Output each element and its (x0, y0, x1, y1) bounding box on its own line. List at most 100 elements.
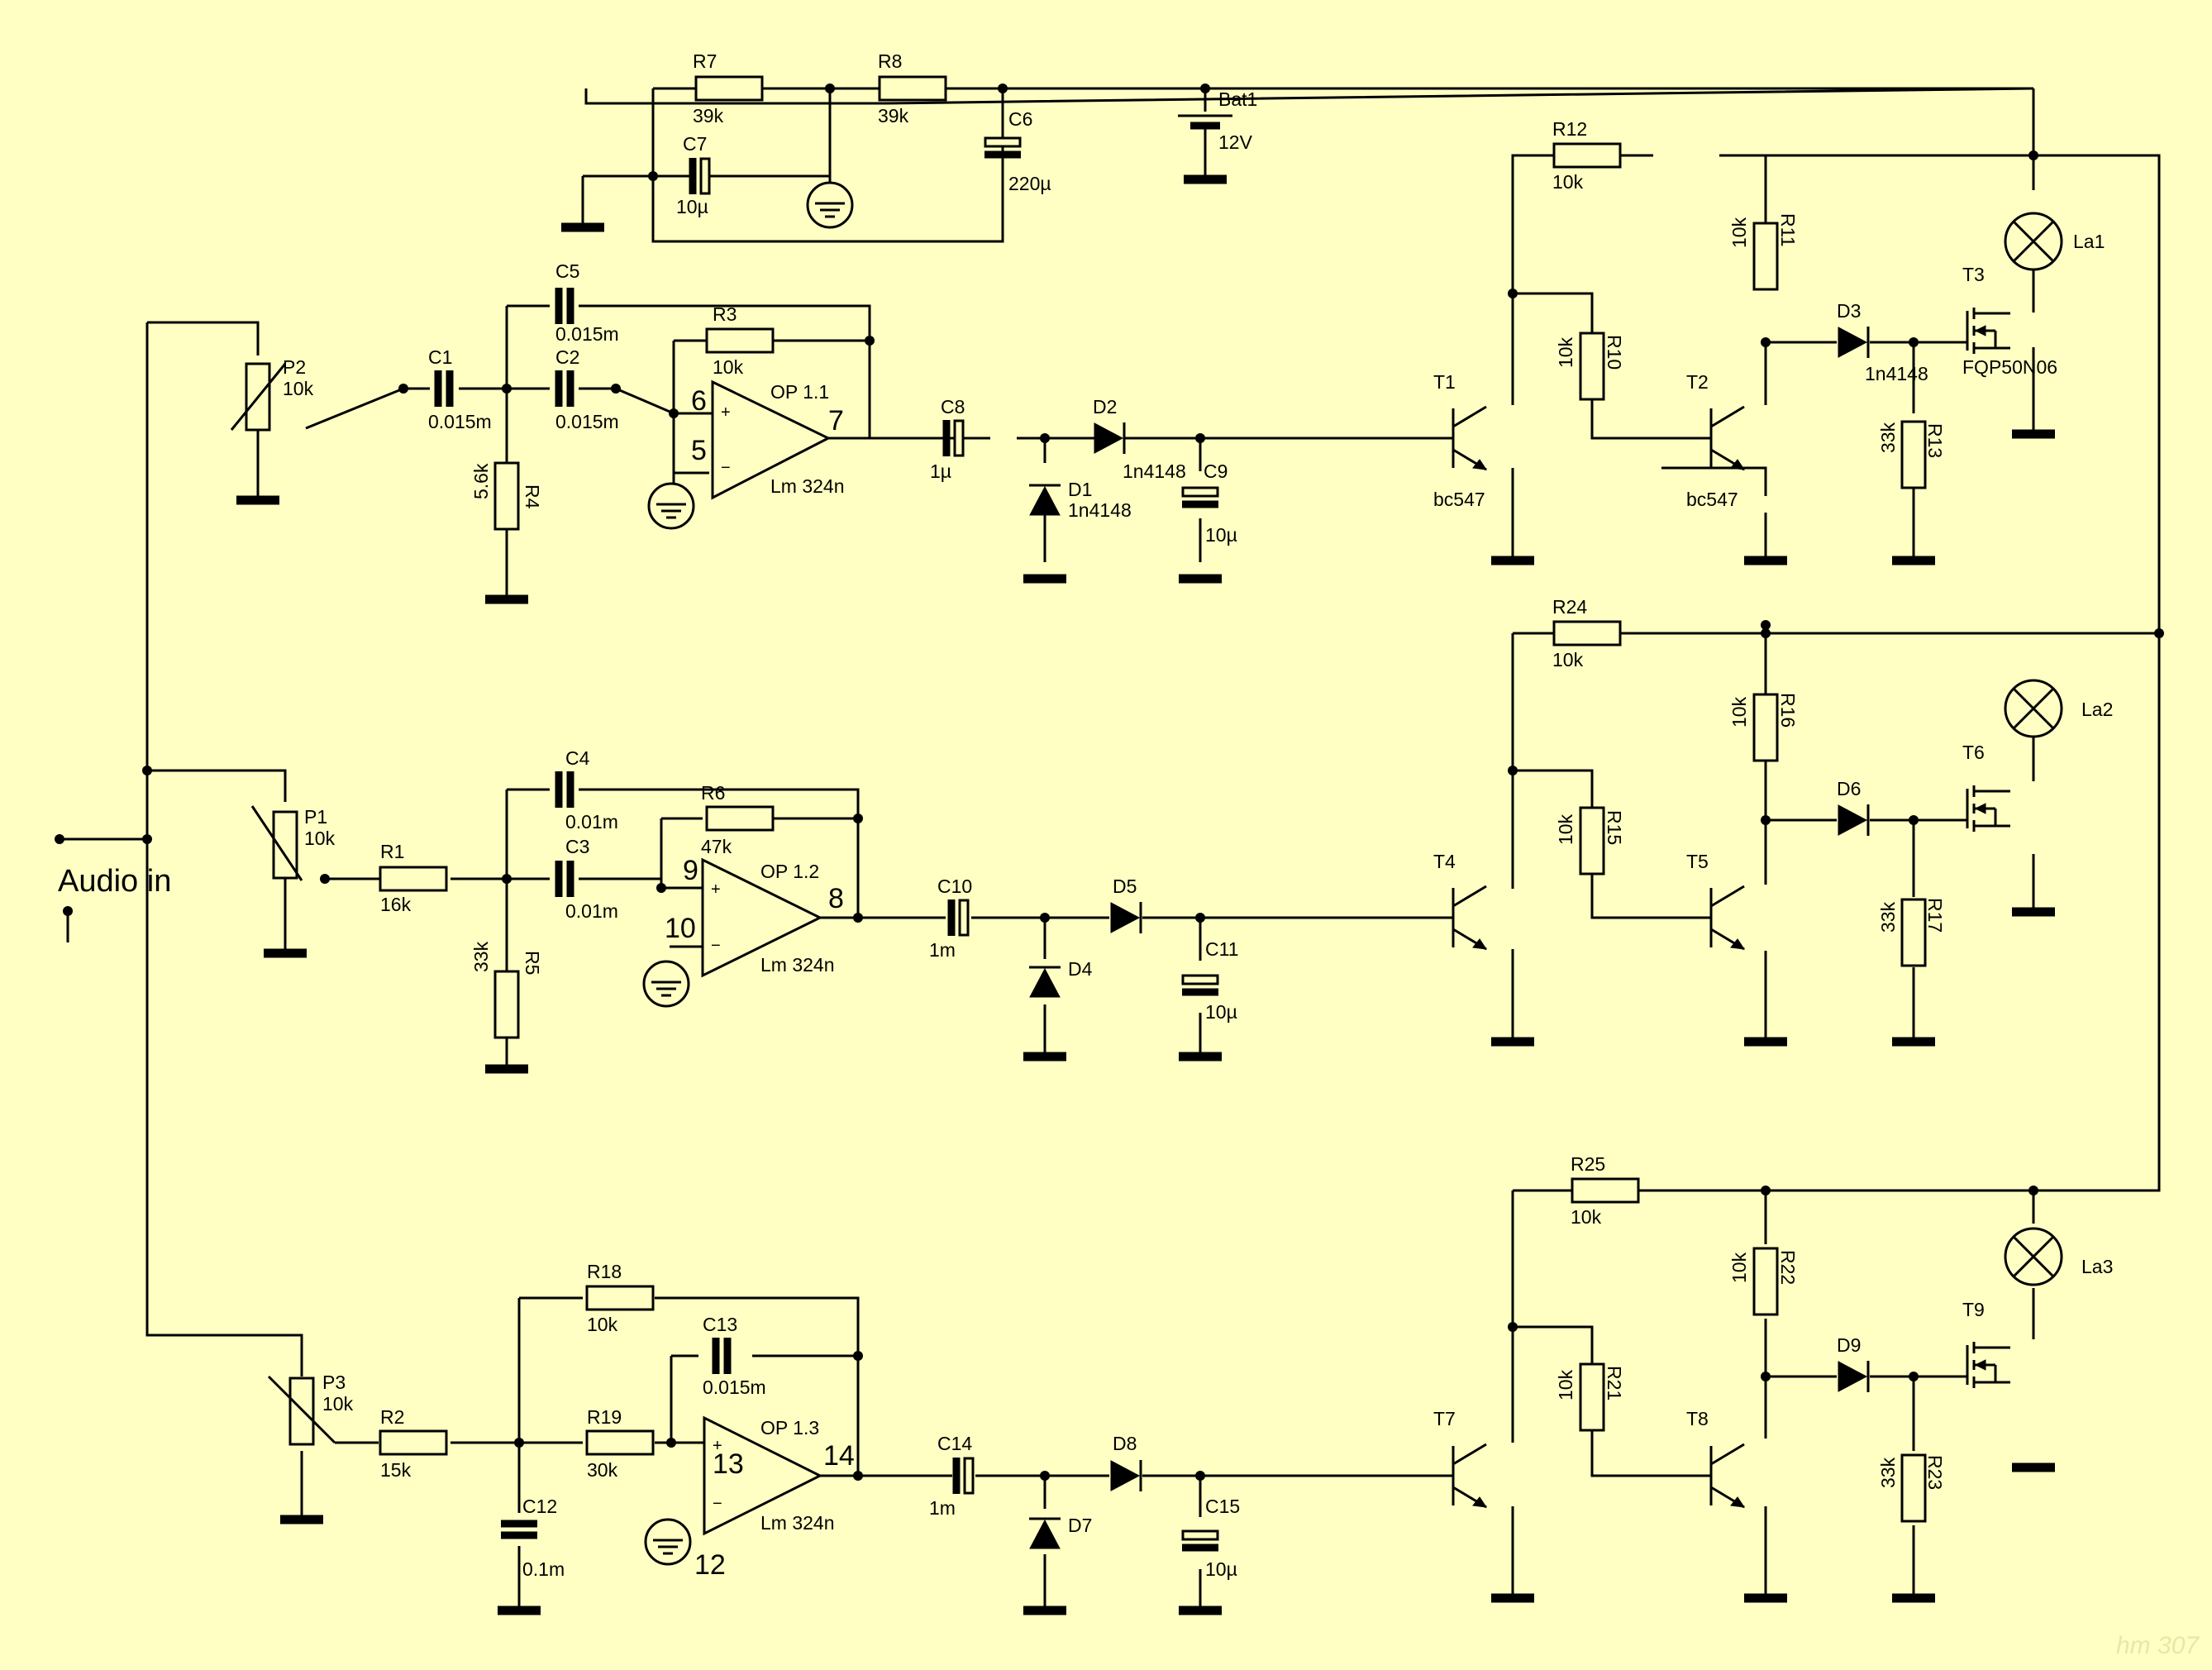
label-c1: C1 (428, 346, 452, 368)
value-r25: 10k (1571, 1206, 1602, 1228)
value-c7: 10µ (676, 196, 708, 217)
capacitor-c4 (559, 771, 570, 808)
resistor-r15 (1579, 806, 1605, 876)
pin-12: 12 (694, 1549, 726, 1581)
opamp-minus: − (713, 1495, 722, 1513)
label-r25: R25 (1571, 1153, 1605, 1175)
resistor-r17 (1900, 898, 1927, 967)
value-c9: 10µ (1205, 524, 1237, 546)
transistor-t8 (1709, 1443, 1746, 1509)
value-c8: 1µ (930, 460, 951, 482)
transistor-t5 (1709, 885, 1746, 951)
resistor-r5 (493, 970, 520, 1039)
diode-d9 (1837, 1359, 1870, 1394)
value-c3: 0.01m (565, 900, 618, 922)
pin-9: 9 (683, 855, 698, 886)
label-t3: T3 (1962, 264, 1985, 285)
capacitor-c3 (559, 861, 570, 897)
label-r10: R10 (1604, 335, 1625, 370)
value-r6: 47k (701, 836, 732, 857)
value-p2: 10k (283, 378, 314, 399)
capacitor-c13 (716, 1338, 727, 1374)
value-c11: 10µ (1205, 1001, 1237, 1023)
pot-arrow (267, 1375, 336, 1444)
label-c9: C9 (1204, 460, 1228, 482)
value-c10: 1m (929, 939, 956, 961)
lamp-la1 (2004, 212, 2063, 271)
capacitor-c5 (559, 288, 570, 324)
resistor-r19 (585, 1429, 655, 1456)
pin-8: 8 (828, 883, 844, 914)
resistor-r4 (493, 461, 520, 531)
value-r17: 33k (1877, 901, 1899, 933)
opamp-op1-2 (701, 857, 823, 978)
part-op3: Lm 324n (760, 1512, 835, 1534)
value-r3: 10k (713, 356, 744, 378)
ground-symbol (642, 960, 690, 1008)
label-c15: C15 (1205, 1496, 1240, 1517)
label-la2: La2 (2081, 699, 2113, 720)
resistor-r13 (1900, 420, 1927, 489)
resistor-r10 (1579, 332, 1605, 401)
pin-13: 13 (713, 1448, 744, 1480)
label-d9: D9 (1837, 1334, 1861, 1356)
value-t2: bc547 (1686, 489, 1738, 510)
resistor-r23 (1900, 1453, 1927, 1523)
label-t6: T6 (1962, 742, 1985, 763)
label-t5: T5 (1686, 851, 1709, 872)
capacitor-c8 (946, 420, 963, 456)
value-d2: 1n4148 (1123, 460, 1186, 482)
label-d1: D1 (1068, 479, 1092, 500)
resistor-r25 (1571, 1177, 1640, 1204)
capacitor-c12 (501, 1524, 537, 1535)
capacitor-c9 (1182, 488, 1218, 504)
pot-arrow (250, 805, 303, 881)
label-op3: OP 1.3 (760, 1417, 819, 1439)
capacitor-c7 (693, 158, 709, 194)
resistor-r7 (694, 75, 764, 102)
value-r11: 10k (1728, 217, 1750, 248)
opamp-plus: + (713, 1437, 722, 1455)
label-t8: T8 (1686, 1408, 1709, 1429)
value-c13: 0.015m (703, 1377, 766, 1398)
opamp-plus: + (721, 403, 731, 422)
value-c1: 0.015m (428, 411, 492, 432)
pin-7: 7 (828, 405, 844, 437)
capacitor-c15 (1182, 1531, 1218, 1548)
resistor-r24 (1552, 620, 1622, 647)
value-c6: 220µ (1008, 173, 1051, 194)
label-bat1: Bat1 (1218, 88, 1257, 110)
resistor-r11 (1752, 222, 1779, 291)
diode-d1 (1027, 484, 1062, 517)
value-c2: 0.015m (555, 411, 619, 432)
label-r18: R18 (587, 1261, 622, 1282)
label-r15: R15 (1604, 810, 1625, 845)
value-bat1: 12V (1218, 131, 1253, 153)
label-c3: C3 (565, 836, 589, 857)
value-t3: FQP50N06 (1962, 356, 2057, 378)
label-r17: R17 (1924, 898, 1946, 933)
value-r21: 10k (1555, 1369, 1576, 1400)
value-r7: 39k (693, 105, 724, 126)
ground-symbol-1 (806, 181, 854, 229)
part-op2: Lm 324n (760, 954, 835, 976)
lamp-la2 (2004, 679, 2063, 738)
label-audio-in: Audio in (58, 864, 171, 899)
value-r24: 10k (1552, 649, 1584, 670)
value-p3: 10k (322, 1393, 354, 1415)
ground-symbol (647, 482, 695, 530)
value-p1: 10k (304, 828, 336, 849)
label-t1: T1 (1433, 371, 1456, 393)
capacitor-c2 (559, 370, 570, 407)
label-c7: C7 (683, 133, 707, 155)
label-r12: R12 (1552, 118, 1587, 140)
pot-arrow (230, 363, 287, 431)
label-r8: R8 (878, 50, 902, 72)
resistor-r1 (379, 866, 448, 892)
label-d8: D8 (1113, 1433, 1137, 1454)
label-d4: D4 (1068, 958, 1093, 980)
label-c10: C10 (937, 876, 972, 897)
opamp-op1-3 (703, 1415, 823, 1536)
label-c5: C5 (555, 260, 579, 282)
